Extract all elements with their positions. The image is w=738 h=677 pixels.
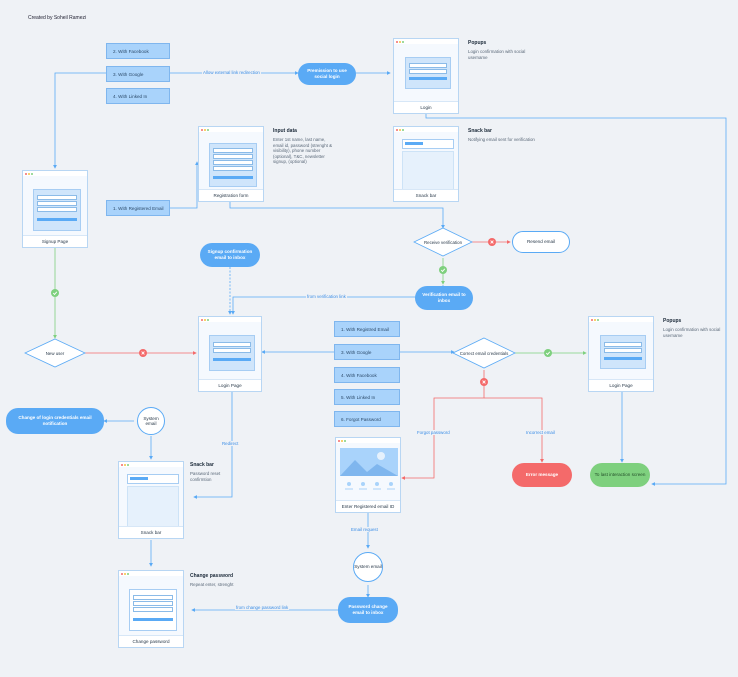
decision-correct-credentials [452,337,516,369]
edge-label-incorrect-email: Incorrect email [525,430,556,435]
pill-password-change-email: Password change email to inbox [338,597,398,623]
edge-label-from-verification: from verification link [306,294,347,299]
screen-caption: Signup Page [23,235,87,247]
pill-verification-email: Verification email to inbox [415,286,473,310]
mountain-image-icon [340,448,398,490]
note-title: Popups [468,40,487,46]
login-option-forgot-password[interactable]: 6. Forgot Password [334,411,400,427]
resend-email-node[interactable]: Resend email [512,231,570,253]
note-change-password: Change password Repeat enter, strenght [190,573,234,588]
decision-new-user-label: New user [45,350,65,356]
screen-caption: Registration form [199,189,263,201]
decision-receive-verification [413,227,473,257]
note-desc: Repeat enter, strenght [190,582,234,587]
login-option-facebook[interactable]: 4. With Facebook [334,367,400,383]
note-desc: Login confirmation with social username [663,327,721,338]
screen-caption: Login Page [199,379,261,391]
screen-snackbar-top[interactable]: Snack bar [393,126,459,202]
screen-login-page[interactable]: Login Page [198,316,262,392]
screen-enter-registered-email[interactable]: Enter Registered email ID [335,437,401,513]
note-title: Popups [663,318,682,324]
system-email-circle-top: System email [137,407,165,435]
system-email-circle-bottom: System email [353,552,383,582]
pill-permission-social-login: Premission to use social login [298,63,356,85]
note-title: Input data [273,128,297,134]
login-option-linkedin[interactable]: 5. With Linked In [334,389,400,405]
screen-caption: Snack bar [119,526,183,538]
note-snackbar-top: Snack bar Notifying email sent for verif… [468,128,540,143]
edge-label-from-change-password: from change password link [235,605,290,610]
note-title: Change password [190,573,234,579]
yes-badge-icon [51,289,59,297]
credit-text: Created by Soheil Ramezi [28,15,87,21]
screen-signup-page[interactable]: Signup Page [22,170,88,248]
note-input-data: Input data Enter 1st name, last name, em… [273,128,335,165]
pill-to-last-screen: To last interaction screen [590,463,650,487]
note-title: Snack bar [468,128,492,134]
note-snackbar-bottom: Snack bar Password reset confirmtion [190,462,234,482]
note-desc: Notifying email sent for verification [468,137,535,142]
edge-label-allow-external: Allow external link redirection [202,70,261,75]
screen-caption: Login [394,101,458,113]
signup-option-google[interactable]: 3. With Google [106,66,170,82]
login-option-registered-email[interactable]: 1. With Registred Email [334,321,400,337]
decision-correct-credentials-label: Correct email credentials [459,350,509,356]
screen-registration-form[interactable]: Registration form [198,126,264,202]
note-title: Snack bar [190,462,214,468]
screen-change-password[interactable]: Change password [118,570,184,648]
screen-caption: Snack bar [394,189,458,201]
screen-caption: Enter Registered email ID [336,500,400,512]
decision-receive-verification-label: Receive verification [423,239,463,245]
screen-caption: Login Page [589,379,653,391]
pill-signup-confirmation: Signup confirmation email to inbox [200,243,260,267]
screen-caption: Change password [119,635,183,647]
pill-change-login-credentials: Change of login credentials email notifi… [6,408,104,434]
decision-new-user [24,338,86,368]
edge-label-forgot-password: Forgot password [416,430,451,435]
pill-error-message: Error message [512,463,572,487]
note-popups-top: Popups Login confirmation with social us… [468,40,538,60]
login-option-google[interactable]: 3. With Google [334,344,400,360]
signup-option-registered-email[interactable]: 1. With Registered Email [106,200,170,216]
yes-badge-icon [544,349,552,357]
signup-option-linkedin[interactable]: 4. With Linked In [106,88,170,104]
screen-popup-login-top[interactable]: Login [393,38,459,114]
edge-label-email-request: Email request [350,527,379,532]
signup-option-facebook[interactable]: 2. With Facebook [106,43,170,59]
yes-badge-icon [439,266,447,274]
note-popups-right: Popups Login confirmation with social us… [663,318,725,338]
edge-label-redirect: Redirect [221,441,240,446]
note-desc: Login confirmation with social username [468,49,526,60]
note-desc: Password reset confirmtion [190,471,221,482]
resend-email-label: Resend email [526,239,556,245]
note-desc: Enter 1st name, last name, email id, pas… [273,137,333,165]
screen-snackbar-bottom[interactable]: Snack bar [118,461,184,539]
screen-popup-login-right[interactable]: Login Page [588,316,654,392]
